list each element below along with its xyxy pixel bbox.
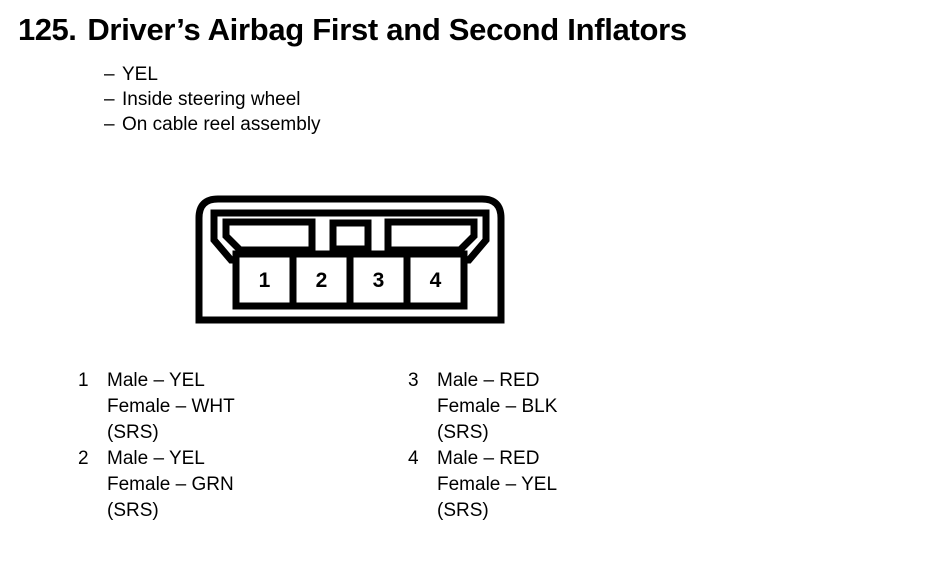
dash-bullet-icon: – [104, 114, 115, 135]
note-label: On cable reel assembly [122, 114, 321, 135]
note-item: – Inside steering wheel [104, 87, 704, 112]
pin-legend-system-line: (SRS) [408, 420, 738, 446]
pin-legend-entry: 3 Male – RED Female – BLK (SRS) [408, 368, 738, 446]
pin-legend-number: 2 [78, 448, 89, 469]
pin-legend-female-value: Female – WHT [107, 396, 235, 417]
connector-title: Driver’s Airbag First and Second Inflato… [87, 12, 687, 47]
pin-legend-system-value: (SRS) [107, 500, 159, 521]
pin-legend-female-value: Female – BLK [437, 396, 558, 417]
connector-illustration: 1 2 3 4 [195, 195, 505, 324]
cavity-label-3: 3 [373, 269, 385, 292]
pin-legend-system-line: (SRS) [408, 498, 738, 524]
pin-legend-female-value: Female – GRN [107, 474, 234, 495]
pin-legend-female-line: Female – BLK [408, 394, 738, 420]
pin-legend-female-line: Female – GRN [78, 472, 408, 498]
pin-legend-male-value: Male – RED [437, 448, 540, 469]
pin-legend-female-line: Female – WHT [78, 394, 408, 420]
pin-legend-number: 3 [408, 370, 419, 391]
pin-legend-female-value: Female – YEL [437, 474, 558, 495]
connector-center-notch [329, 219, 372, 253]
pin-legend-entry: 1 Male – YEL Female – WHT (SRS) [78, 368, 408, 446]
pin-legend-female-line: Female – YEL [408, 472, 738, 498]
connector-cavity-row [232, 250, 468, 310]
pin-legend-male-value: Male – RED [437, 370, 540, 391]
pin-legend-number: 1 [78, 370, 89, 391]
page-title: 125. Driver’s Airbag First and Second In… [18, 12, 908, 48]
note-item: – YEL [104, 62, 704, 87]
pin-legend-number: 4 [408, 448, 419, 469]
connector-cavity-4 [403, 250, 468, 310]
connector-diagram: 1 2 3 4 [190, 190, 510, 330]
notes-list: – YEL – Inside steering wheel – On cable… [104, 62, 704, 137]
pin-legend-male-value: Male – YEL [107, 370, 205, 391]
pin-legend-system-value: (SRS) [437, 422, 489, 443]
pin-legend-male-line: 1 Male – YEL [78, 368, 408, 394]
pin-legend-system-value: (SRS) [437, 500, 489, 521]
pin-legend-right-column: 3 Male – RED Female – BLK (SRS) 4 Male –… [408, 368, 738, 524]
pin-legend-male-line: 3 Male – RED [408, 368, 738, 394]
note-label: Inside steering wheel [122, 89, 301, 110]
connector-left-keyway-slot [222, 218, 316, 254]
cavity-label-2: 2 [316, 269, 328, 292]
cavity-label-1: 1 [259, 269, 271, 292]
pin-legend-male-line: 2 Male – YEL [78, 446, 408, 472]
pin-legend-system-line: (SRS) [78, 498, 408, 524]
pin-legend-male-value: Male – YEL [107, 448, 205, 469]
pin-legend-entry: 2 Male – YEL Female – GRN (SRS) [78, 446, 408, 524]
cavity-label-4: 4 [430, 269, 442, 292]
pin-legend-system-value: (SRS) [107, 422, 159, 443]
connector-right-keyway-slot [384, 218, 478, 254]
connector-number: 125. [18, 12, 77, 47]
pin-legend-male-line: 4 Male – RED [408, 446, 738, 472]
dash-bullet-icon: – [104, 89, 115, 110]
pin-legend-left-column: 1 Male – YEL Female – WHT (SRS) 2 Male –… [78, 368, 408, 524]
pin-legend-entry: 4 Male – RED Female – YEL (SRS) [408, 446, 738, 524]
note-label: YEL [122, 64, 158, 85]
note-item: – On cable reel assembly [104, 112, 704, 137]
pin-legend-system-line: (SRS) [78, 420, 408, 446]
dash-bullet-icon: – [104, 64, 115, 85]
